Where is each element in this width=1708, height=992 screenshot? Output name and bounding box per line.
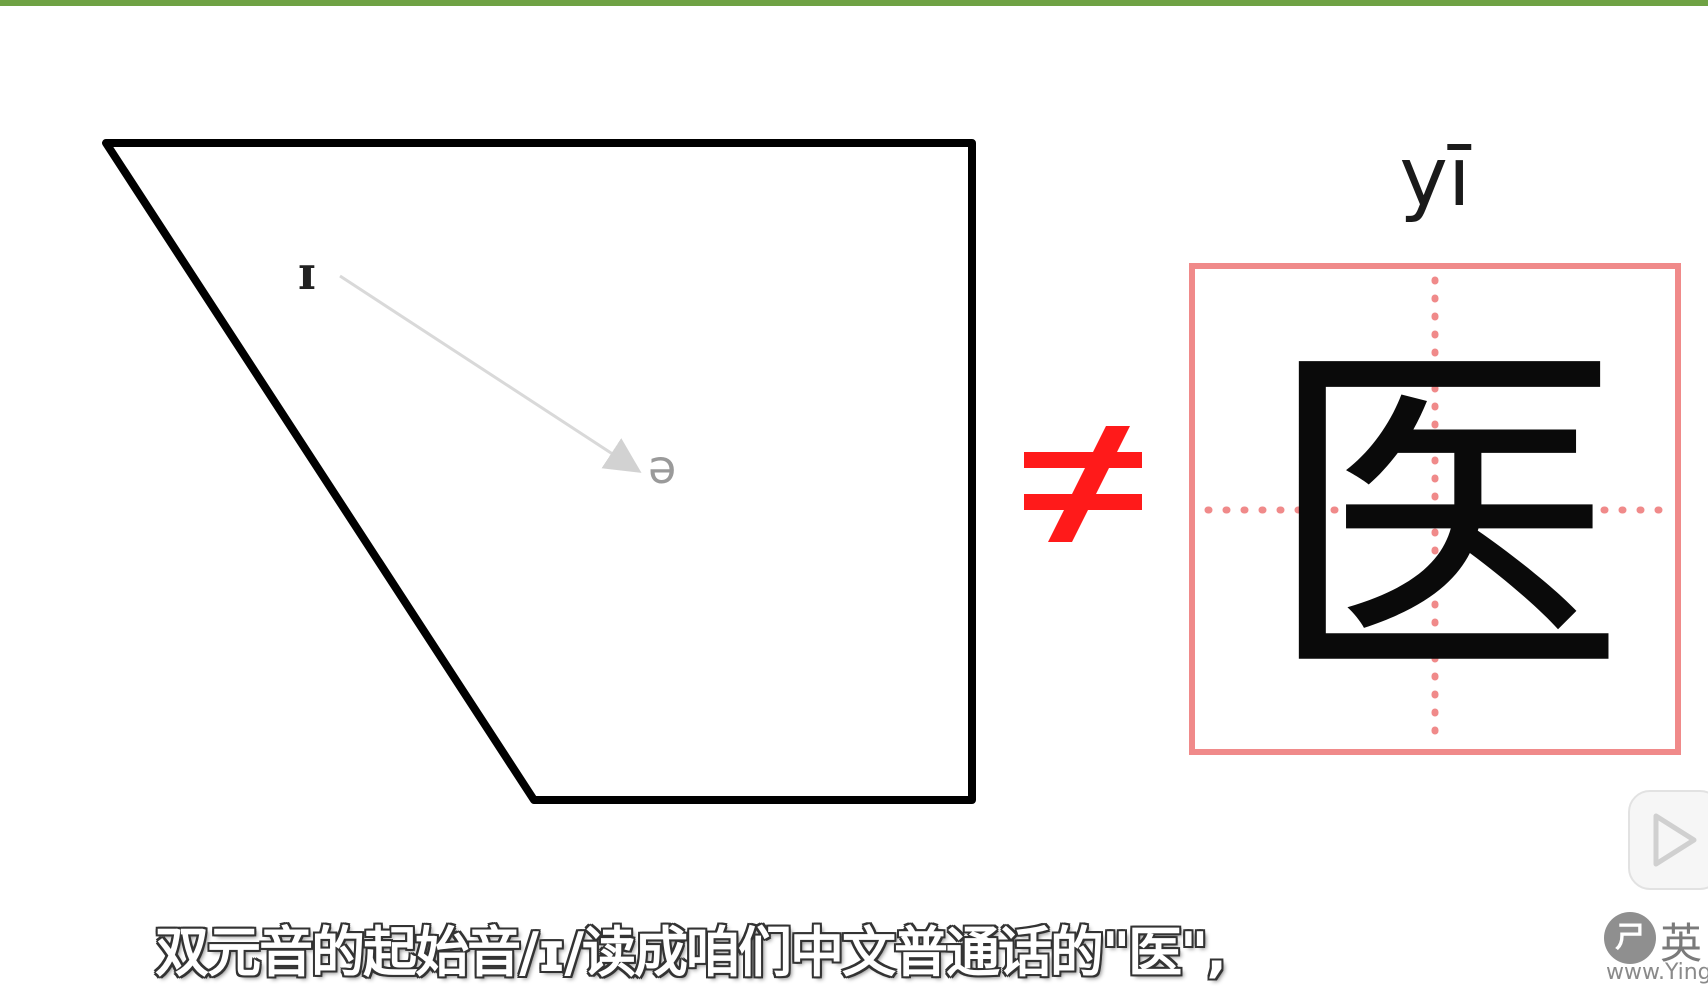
brand-character: 英	[1660, 919, 1703, 968]
brand-logo-icon: ㄕ	[1604, 912, 1656, 964]
watermark-url: www.YingY	[1606, 960, 1708, 985]
ipa-end-symbol: ə	[648, 440, 677, 494]
not-equal-sign	[1018, 390, 1148, 550]
not-equal-icon	[1024, 426, 1142, 542]
pinyin-label: yī	[1399, 130, 1471, 225]
subtitle-caption: 双元音的起始音/ɪ/读成咱们中文普通话的"医",	[155, 921, 1227, 984]
tianzige-grid	[1189, 263, 1681, 755]
ipa-start-symbol: ɪ	[298, 246, 316, 300]
play-icon	[1653, 813, 1697, 867]
glide-arrow	[339, 274, 642, 473]
play-button[interactable]	[1628, 790, 1708, 890]
vowel-quadrilateral	[102, 139, 976, 804]
hanzi-character: 医	[1265, 310, 1625, 729]
top-accent-bar	[0, 0, 1708, 6]
